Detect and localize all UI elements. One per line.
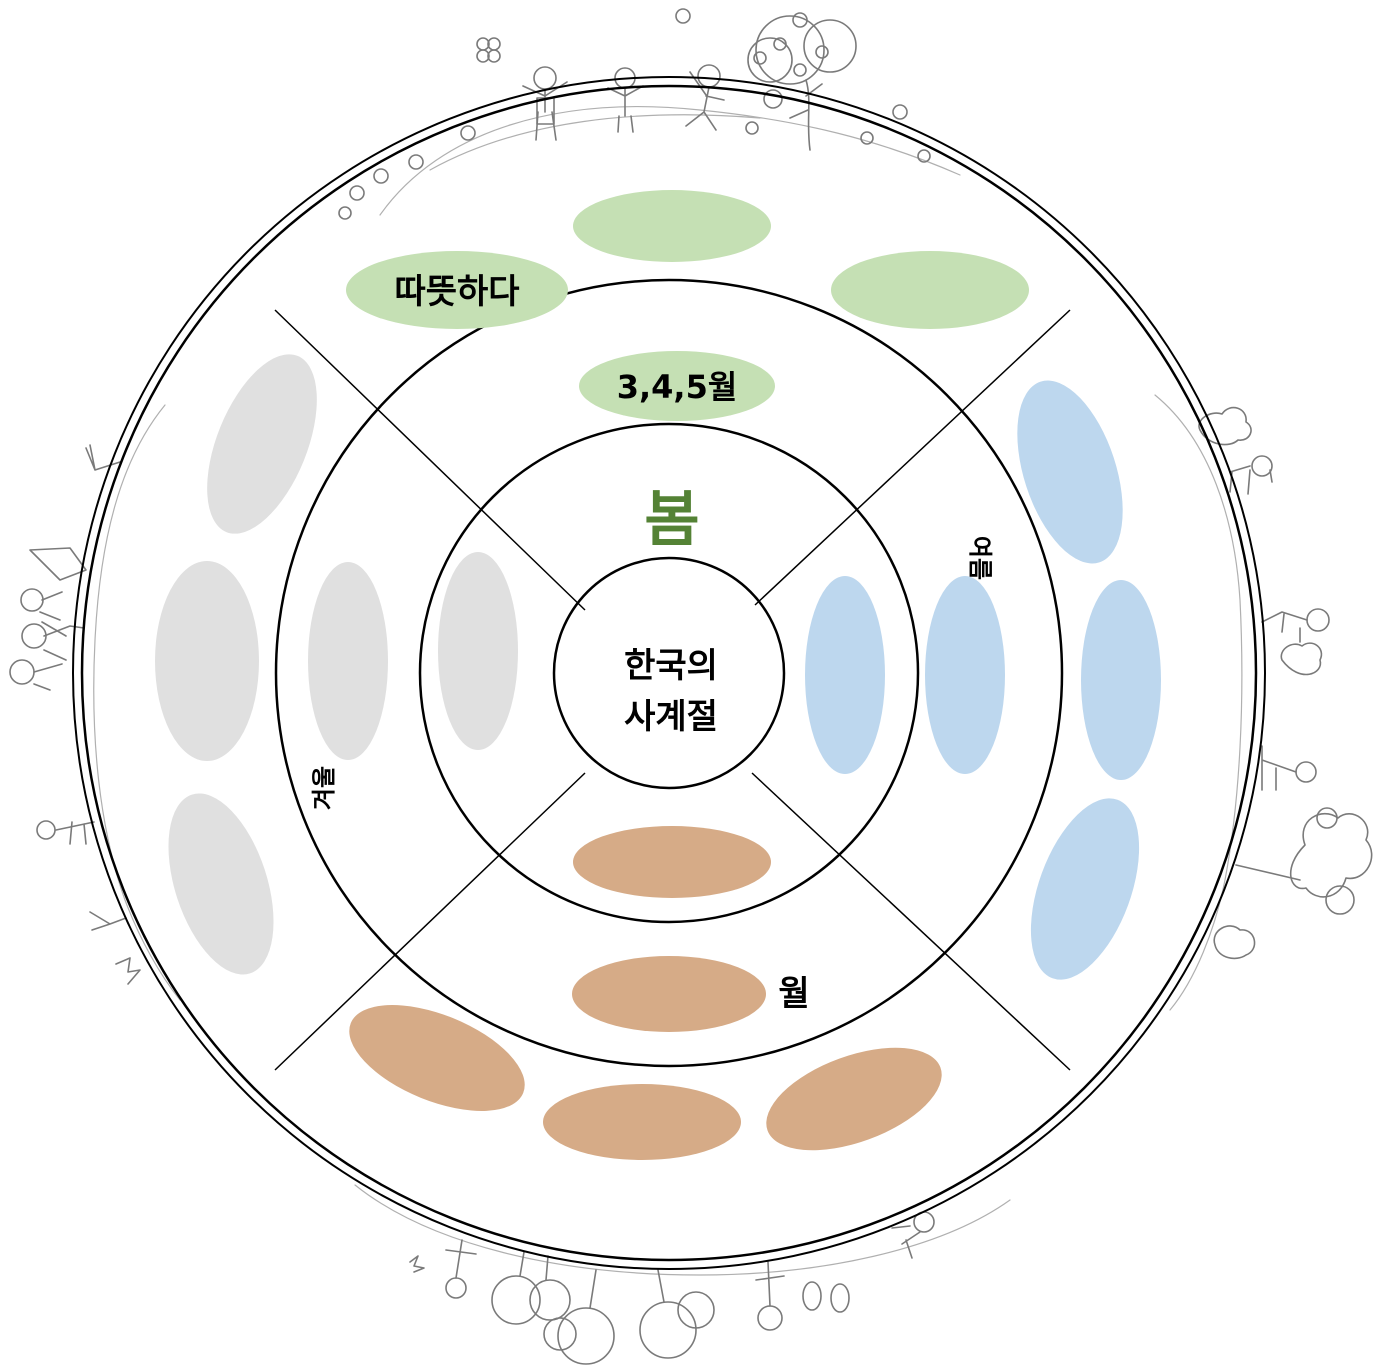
winter-oval-inner[interactable] (438, 552, 518, 750)
left-illustration (9, 404, 181, 1001)
autumn-oval-outer-left[interactable] (335, 983, 540, 1132)
autumn-oval-outer-middle[interactable] (543, 1084, 741, 1160)
spring-oval-months[interactable] (579, 351, 775, 421)
spring-oval-outer-right[interactable] (831, 251, 1029, 329)
divider-top-right (754, 309, 1071, 606)
winter-oval-outer-middle[interactable] (155, 561, 259, 761)
globe-rings (72, 76, 1266, 1270)
outer-ring (80, 84, 1258, 1262)
autumn-months-label: 월 (778, 974, 809, 1014)
summer-season-name: 여름 (966, 536, 994, 580)
winter-oval-outer-bottom[interactable] (148, 780, 294, 987)
divider-bottom-left (274, 772, 586, 1071)
quadrant-dividers (274, 309, 1071, 1071)
summer-oval-inner[interactable] (805, 576, 885, 774)
winter-oval-middle[interactable] (308, 562, 388, 760)
spring-months-label: 3,4,5월 (617, 368, 738, 406)
summer-oval-outer-bottom[interactable] (1009, 784, 1160, 994)
spring-season-name: 봄 (644, 485, 699, 555)
center-title-line1: 한국의 (624, 646, 718, 686)
bottom-illustration (354, 1184, 1011, 1365)
spring-oval-description[interactable] (346, 251, 568, 329)
center-circle (552, 556, 786, 790)
spring-oval-outer-top[interactable] (573, 190, 771, 262)
summer-quadrant: 여름 (805, 367, 1161, 994)
autumn-oval-months[interactable] (572, 956, 766, 1032)
center-title: 한국의 사계절 (624, 646, 718, 737)
winter-oval-outer-top[interactable] (185, 339, 340, 549)
top-illustration (338, 8, 961, 220)
summer-oval-middle[interactable] (925, 576, 1005, 774)
winter-season-name: 겨울 (310, 766, 338, 810)
spring-description-label: 따뜻하다 (394, 272, 519, 312)
autumn-oval-outer-right[interactable] (753, 1027, 955, 1171)
outer-ring-edge (72, 76, 1266, 1270)
spring-quadrant: 따뜻하다 3,4,5월 봄 (346, 190, 1029, 555)
center-title-line2: 사계절 (624, 697, 718, 737)
ring-3 (274, 278, 1064, 1068)
autumn-quadrant: 월 (335, 826, 955, 1171)
ring-2 (418, 422, 920, 924)
winter-quadrant: 겨울 (148, 339, 518, 987)
summer-oval-outer-top[interactable] (997, 367, 1143, 576)
summer-oval-outer-middle[interactable] (1081, 580, 1161, 780)
right-illustration (1154, 394, 1373, 1011)
divider-bottom-right (751, 772, 1071, 1071)
autumn-oval-inner[interactable] (573, 826, 771, 898)
divider-top-left (274, 309, 586, 611)
